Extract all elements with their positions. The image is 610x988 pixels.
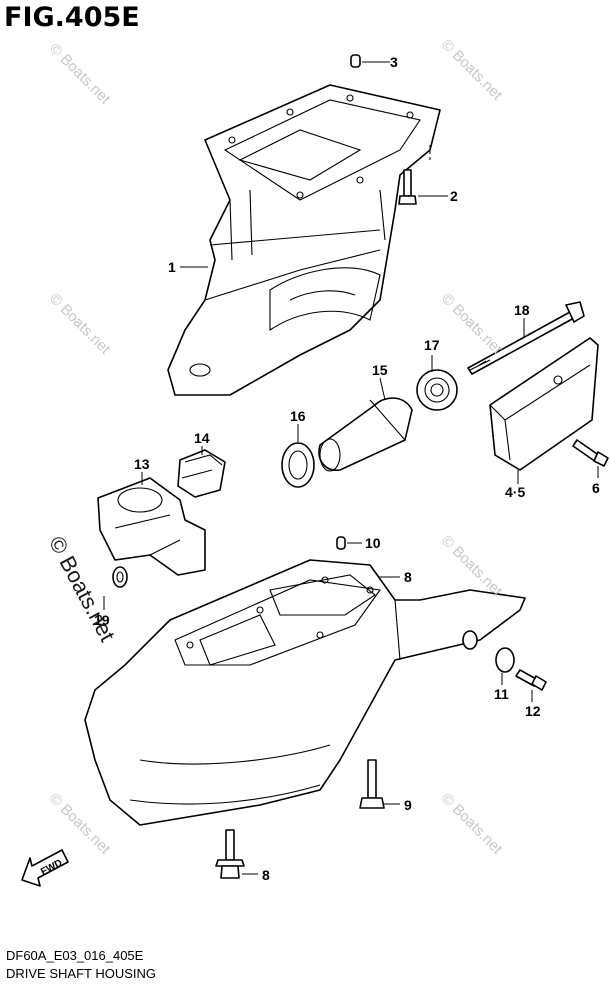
callout-10: 10	[365, 535, 381, 551]
bushing-part-15[interactable]	[318, 377, 413, 472]
callout-11: 11	[494, 686, 509, 702]
collar-part-11[interactable]	[462, 630, 515, 685]
callout-14: 14	[194, 430, 210, 446]
bolt-part-9[interactable]	[359, 759, 400, 809]
callout-2: 2	[450, 188, 458, 204]
callout-16: 16	[290, 408, 306, 424]
figure-title: FIG.405E	[4, 2, 140, 33]
lower-housing-part[interactable]	[84, 559, 526, 826]
bearing-part-17[interactable]	[416, 355, 458, 411]
callout-6: 6	[592, 480, 600, 496]
callout-8: 8	[262, 867, 270, 883]
cover-plate-part-4-5[interactable]	[489, 337, 599, 484]
dowel-pin-part-3[interactable]	[350, 54, 390, 68]
callout-7: 8	[404, 569, 412, 585]
bolt-part-12[interactable]	[515, 669, 547, 702]
mount-block-part-14[interactable]	[177, 446, 226, 498]
bolt-part-8[interactable]	[215, 829, 258, 879]
callout-12: 12	[525, 703, 541, 719]
diagram-subtitle: DRIVE SHAFT HOUSING	[6, 966, 157, 981]
pin-part-10[interactable]	[336, 536, 362, 550]
callout-4-5: 4·5	[505, 484, 526, 500]
washer-part-19[interactable]	[103, 566, 128, 610]
callout-13: 13	[134, 456, 150, 472]
drawing-code: DF60A_E03_016_405E	[6, 948, 144, 963]
callout-15: 15	[372, 362, 388, 378]
screw-part-6[interactable]	[572, 439, 609, 478]
upper-housing-part[interactable]	[167, 84, 441, 396]
long-bolt-part-18[interactable]	[467, 301, 585, 375]
callout-17: 17	[424, 337, 440, 353]
forward-direction-arrow: FWD	[21, 849, 69, 887]
callout-1: 1	[168, 259, 176, 275]
callout-18: 18	[514, 302, 530, 318]
callout-19: 19	[94, 612, 110, 628]
rubber-mount-part-13[interactable]	[97, 472, 206, 576]
callout-9: 9	[404, 797, 412, 813]
callout-3: 3	[390, 54, 398, 70]
seal-part-16[interactable]	[281, 424, 315, 488]
bolt-part-2[interactable]	[398, 145, 448, 205]
